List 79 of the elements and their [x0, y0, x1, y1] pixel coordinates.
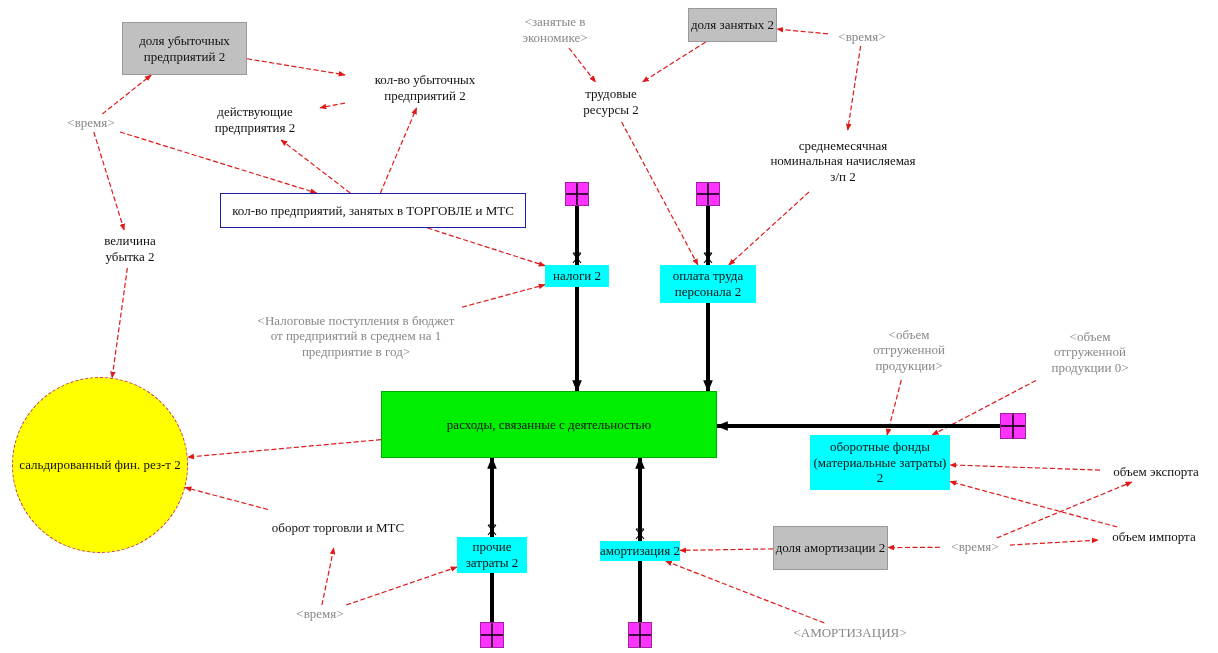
source-square: [565, 182, 589, 206]
rate-box: [457, 537, 527, 573]
info-arrow: [186, 439, 382, 460]
variable-label: доля убыточных предприятий 2: [138, 32, 231, 65]
info-arrow: [246, 58, 346, 77]
info-arrow: [568, 47, 597, 83]
shadow-variable-label: <время>: [286, 605, 354, 623]
source-square: [480, 622, 504, 648]
info-arrow: [379, 107, 418, 194]
info-arrow: [885, 379, 902, 436]
info-arrow: [679, 547, 774, 554]
info-arrow: [184, 486, 269, 511]
flow-pipe: [635, 456, 645, 541]
info-arrow: [949, 462, 1101, 471]
shadow-variable-label: <время>: [58, 114, 124, 132]
variable-label: оплата труда персонала 2: [671, 268, 745, 300]
variable-label: объем экспорта: [1100, 462, 1212, 482]
auxiliary-box: [773, 526, 888, 570]
flow-pipe: [490, 573, 494, 622]
info-arrow: [845, 45, 862, 131]
variable-label: действующие предприятия 2: [190, 100, 320, 140]
info-arrow: [93, 131, 125, 231]
info-arrow: [776, 26, 829, 35]
flow-pipe: [638, 561, 642, 622]
variable-label: кол-во предприятий, занятых в ТОРГОВЛЕ и МТС: [232, 202, 514, 219]
auxiliary-box: [688, 8, 777, 42]
flow-pipe: [572, 287, 582, 393]
variable-label: среднемесячная номинальная начисляемая з/п 2: [768, 130, 918, 192]
auxiliary-box: [220, 193, 526, 228]
shadow-variable-label: <объем отгруженной продукции>: [860, 320, 958, 380]
info-arrow: [728, 191, 810, 266]
variable-label: трудовые ресурсы 2: [576, 82, 646, 122]
info-arrow: [345, 566, 458, 606]
info-arrow: [110, 267, 128, 379]
variable-label: доля амортизации 2: [775, 540, 886, 556]
variable-label: расходы, связанные с деятельностью: [446, 416, 652, 433]
variable-label: амортизация 2: [600, 543, 680, 559]
info-arrow: [931, 379, 1037, 436]
flow-pipe: [487, 456, 497, 537]
variable-label: прочие затраты 2: [464, 539, 520, 571]
variable-label: кол-во убыточных предприятий 2: [345, 68, 505, 108]
flow-pipe: [715, 421, 1000, 431]
variable-label: оборотные фонды (материальные затраты) 2: [812, 439, 948, 486]
shadow-variable-label: <Налоговые поступления в бюджет от предприятий в среднем на 1 предприятие в год>: [250, 295, 462, 377]
shadow-variable-label: <занятые в экономике>: [505, 12, 605, 48]
auxiliary-box: [122, 22, 247, 75]
shadow-variable-label: <время>: [940, 538, 1010, 556]
info-arrow: [996, 481, 1133, 539]
info-arrow: [101, 74, 152, 115]
source-square: [1000, 413, 1026, 439]
flow-pipe: [575, 206, 579, 265]
variable-label: оборот торговли и МТС: [268, 508, 408, 548]
info-arrow: [641, 41, 707, 83]
info-arrow: [119, 131, 318, 194]
shadow-variable-label: <АМОРТИЗАЦИЯ>: [770, 623, 930, 643]
variable-label: доля занятых 2: [690, 17, 775, 33]
info-arrow: [664, 560, 825, 624]
info-arrow: [621, 121, 699, 266]
shadow-variable-label: <время>: [828, 28, 896, 46]
flow-pipe: [703, 303, 713, 393]
rate-box: [660, 265, 756, 303]
flow-pipe: [706, 206, 710, 265]
info-arrow: [1009, 537, 1099, 546]
source-square: [696, 182, 720, 206]
info-arrow: [280, 139, 351, 194]
variable-label: сальдированный фин. рез-т 2: [19, 457, 181, 473]
variable-label: величина убытка 2: [85, 230, 175, 268]
rate-box: [545, 265, 609, 287]
info-arrow: [887, 544, 941, 551]
info-arrow: [321, 547, 336, 606]
info-arrow: [949, 480, 1118, 528]
info-arrow: [461, 283, 546, 308]
stock-box: [381, 391, 717, 458]
source-square: [628, 622, 652, 648]
shadow-variable-label: <объем отгруженной продукции 0>: [1036, 322, 1144, 382]
info-arrow: [426, 227, 546, 267]
info-arrow: [319, 102, 346, 110]
variable-label: объем импорта: [1098, 527, 1210, 547]
variable-label: налоги 2: [553, 268, 601, 284]
